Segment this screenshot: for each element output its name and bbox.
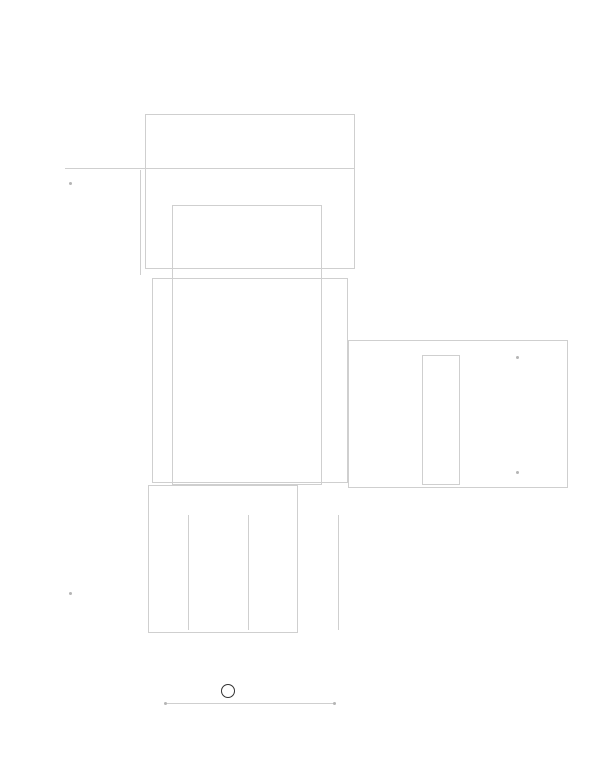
point-marker xyxy=(516,356,519,359)
point-marker xyxy=(69,182,72,185)
right-inner xyxy=(422,355,460,485)
bottom-divider-3 xyxy=(338,515,339,630)
point-marker xyxy=(164,702,167,705)
middle-block xyxy=(152,278,348,483)
point-marker xyxy=(69,592,72,595)
inner-column xyxy=(172,205,322,485)
top-block xyxy=(145,114,355,269)
bottom-divider-2 xyxy=(248,515,249,630)
bottom-divider-1 xyxy=(188,515,189,630)
point-marker xyxy=(516,471,519,474)
point-marker xyxy=(333,702,336,705)
bottom-block xyxy=(148,485,298,633)
horizontal-divider xyxy=(65,168,355,169)
circle-outline-icon xyxy=(221,684,235,698)
left-wall xyxy=(140,170,141,275)
right-block xyxy=(348,340,568,488)
bottom-baseline xyxy=(165,703,335,704)
